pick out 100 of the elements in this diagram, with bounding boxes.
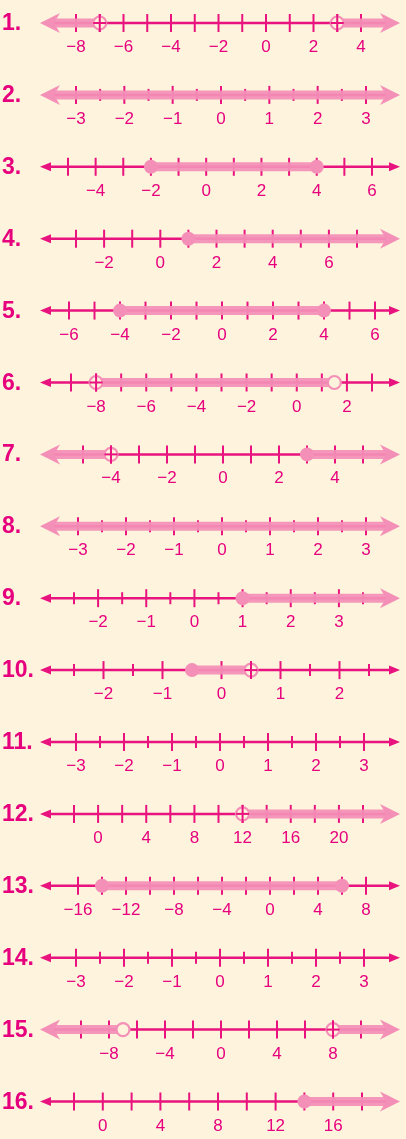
item-number: 10.	[2, 656, 34, 683]
item-number: 2.	[2, 80, 22, 107]
tick-label: 0	[218, 468, 228, 489]
item-number: 5.	[2, 296, 22, 323]
tick-label: 8	[328, 1043, 338, 1064]
tick-label: 0	[217, 540, 227, 561]
tick-label: 1	[263, 971, 273, 992]
tick-label: 1	[265, 540, 275, 561]
tick-label: −1	[162, 971, 182, 992]
tick-label: 4	[330, 468, 340, 489]
tick-label: −6	[59, 324, 79, 345]
tick-label: −4	[101, 468, 121, 489]
tick-label: 4	[272, 1043, 282, 1064]
tick-label: 6	[370, 324, 380, 345]
tick-label: 2	[334, 684, 345, 705]
item-number: 6.	[2, 368, 22, 395]
tick-label: 0	[216, 108, 226, 129]
tick-label: −6	[136, 396, 156, 417]
tick-label: 2	[211, 252, 222, 273]
tick-label: 2	[256, 180, 267, 201]
tick-label: 12	[233, 827, 253, 848]
tick-label: 2	[312, 108, 323, 129]
tick-label: 0	[215, 971, 225, 992]
tick-label: 2	[311, 971, 321, 992]
tick-label: 16	[323, 1115, 343, 1136]
tick-label: 3	[361, 540, 371, 561]
tick-label: 2	[274, 468, 284, 489]
tick-label: 0	[93, 827, 103, 848]
tick-label: 1	[264, 108, 275, 129]
tick-label: −8	[86, 396, 106, 417]
item-number: 14.	[2, 943, 34, 970]
tick-label: −4	[110, 324, 130, 345]
tick-label: 3	[359, 971, 369, 992]
tick-label: −2	[114, 756, 134, 776]
tick-label: 4	[356, 37, 366, 57]
tick-label: 4	[313, 899, 323, 920]
item-number: 15.	[2, 1015, 34, 1042]
tick-label: −2	[114, 108, 134, 129]
tick-label: 12	[266, 1115, 286, 1136]
tick-label: 8	[213, 1115, 223, 1136]
tick-label: −8	[99, 1043, 119, 1064]
item-number: 12.	[2, 799, 34, 826]
tick-label: 8	[361, 899, 371, 920]
tick-label: −6	[113, 37, 134, 57]
tick-label: −4	[186, 396, 207, 417]
tick-label: −2	[94, 252, 114, 273]
tick-label: −4	[85, 180, 106, 201]
tick-label: −8	[164, 899, 184, 920]
tick-label: 2	[342, 396, 352, 417]
tick-label: −3	[66, 756, 86, 776]
tick-label: −2	[93, 684, 114, 705]
tick-label: 0	[216, 684, 227, 705]
tick-label: 3	[361, 108, 371, 129]
tick-label: 0	[155, 252, 166, 273]
tick-label: −3	[66, 108, 86, 129]
tick-label: −2	[161, 324, 181, 345]
tick-label: −16	[63, 899, 93, 920]
tick-label: −8	[66, 37, 86, 57]
tick-label: 6	[367, 180, 377, 201]
item-number: 3.	[2, 152, 22, 179]
item-number: 9.	[2, 584, 22, 611]
tick-label: −1	[162, 756, 182, 776]
tick-label: −2	[116, 540, 136, 561]
item-number: 4.	[2, 224, 22, 251]
tick-label: −3	[66, 971, 86, 992]
tick-label: 16	[281, 827, 301, 848]
tick-label: −1	[136, 612, 156, 633]
item-number: 8.	[2, 512, 22, 539]
tick-label: −1	[162, 108, 183, 129]
tick-label: 1	[237, 612, 248, 633]
tick-label: −2	[157, 468, 177, 489]
tick-label: 3	[359, 756, 369, 776]
tick-label: 0	[189, 612, 200, 633]
tick-label: 2	[311, 756, 321, 776]
tick-label: −2	[208, 37, 229, 57]
tick-label: −1	[152, 684, 173, 705]
tick-label: 2	[308, 37, 319, 57]
tick-label: −3	[68, 540, 88, 561]
tick-label: −2	[236, 396, 257, 417]
tick-label: 4	[267, 252, 278, 273]
tick-label: 6	[324, 252, 334, 273]
tick-label: −4	[212, 899, 232, 920]
tick-label: 20	[329, 827, 349, 848]
tick-label: −1	[164, 540, 184, 561]
tick-label: −2	[114, 971, 134, 992]
tick-label: 2	[268, 324, 278, 345]
tick-label: 0	[292, 396, 302, 417]
tick-label: 1	[275, 684, 286, 705]
tick-label: 0	[215, 756, 225, 776]
tick-label: 0	[265, 899, 275, 920]
tick-label: −2	[141, 180, 161, 201]
item-number: 16.	[2, 1087, 34, 1114]
tick-label: 0	[217, 324, 227, 345]
item-number: 7.	[2, 440, 22, 467]
tick-label: 4	[312, 180, 322, 201]
tick-label: −12	[111, 899, 141, 920]
item-number: 1.	[2, 9, 22, 35]
item-number: 11.	[2, 728, 33, 754]
tick-label: 4	[155, 1115, 166, 1136]
tick-label: 0	[201, 180, 211, 201]
